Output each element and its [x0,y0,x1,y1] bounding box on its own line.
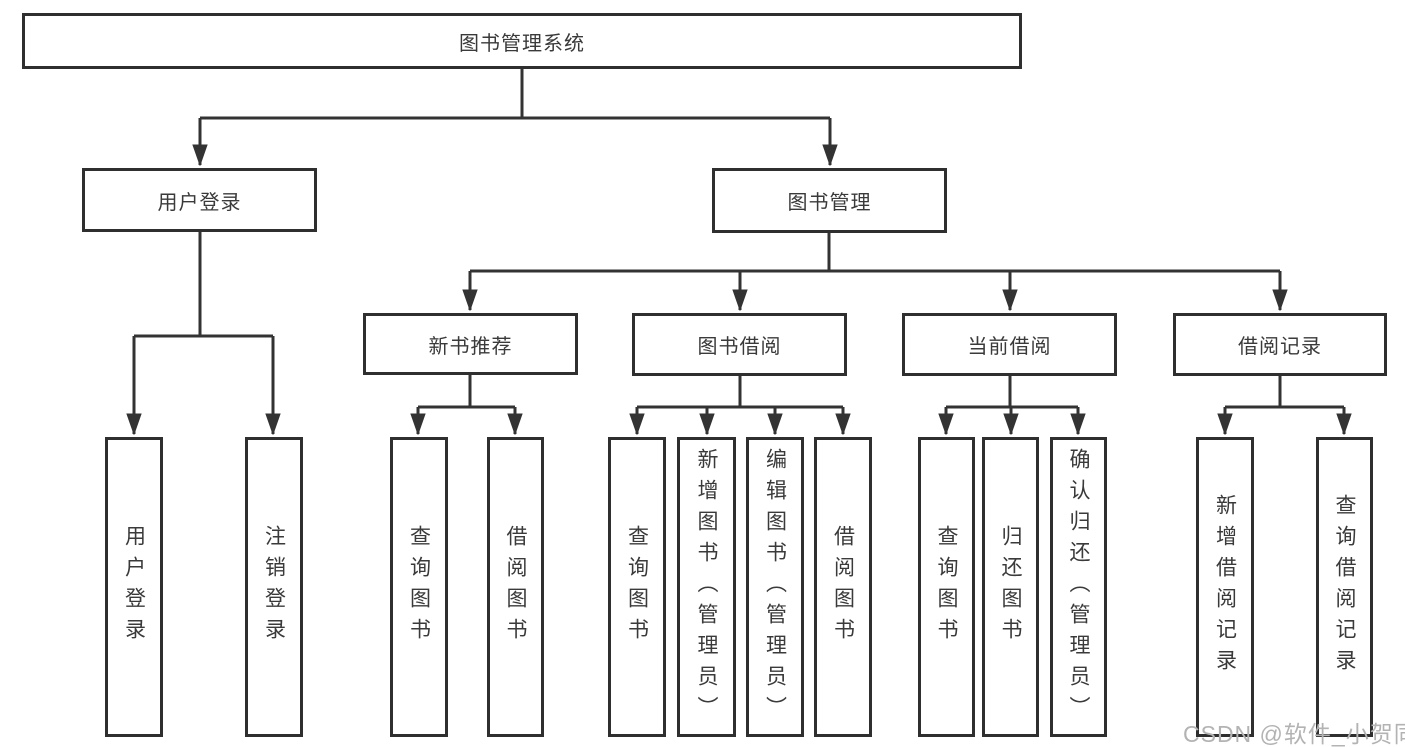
node-root-label: 图书管理系统 [459,32,585,55]
node-query-books-borrowing: 查询图书 [608,437,666,737]
node-book-management: 图书管理 [712,168,947,233]
node-borrow-book: 借阅图书 [814,437,872,737]
node-borrow-books-recommend-label: 借阅图书 [504,525,527,649]
csdn-watermark: CSDN @软件_小贺同学 [1183,721,1405,747]
node-query-books-recommend: 查询图书 [390,437,448,737]
node-new-book-recommend: 新书推荐 [363,313,578,375]
node-borrow-book-label: 借阅图书 [831,525,855,649]
node-add-borrow-record: 新增借阅记录 [1196,437,1254,737]
node-confirm-return-admin-label: 确认归还（管理员） [1067,447,1090,727]
node-book-borrowing: 图书借阅 [632,313,847,376]
node-new-book-recommend-label: 新书推荐 [428,335,513,358]
node-book-management-label: 图书管理 [787,192,872,214]
node-user-login-leaf: 用户登录 [105,437,163,737]
node-user-login-label: 用户登录 [157,191,242,214]
node-user-login: 用户登录 [82,168,317,232]
node-logout-label: 注销登录 [262,525,286,649]
node-edit-book-admin-label: 编辑图书（管理员） [763,447,787,727]
node-book-borrowing-label: 图书借阅 [697,336,782,358]
node-return-book-label: 归还图书 [999,525,1022,649]
node-logout: 注销登录 [245,437,303,737]
node-borrow-books-recommend: 借阅图书 [487,437,544,737]
node-query-books-current-label: 查询图书 [935,525,958,649]
node-current-borrowing-label: 当前借阅 [967,336,1052,358]
node-current-borrowing: 当前借阅 [902,313,1117,376]
node-query-books-current: 查询图书 [918,437,975,737]
node-return-book: 归还图书 [982,437,1039,737]
node-confirm-return-admin: 确认归还（管理员） [1050,437,1107,737]
node-query-books-recommend-label: 查询图书 [407,525,431,649]
node-root: 图书管理系统 [22,13,1022,69]
node-borrowing-records: 借阅记录 [1173,313,1387,376]
node-add-book-admin-label: 新增图书（管理员） [695,447,718,727]
node-borrowing-records-label: 借阅记录 [1238,336,1322,358]
node-edit-book-admin: 编辑图书（管理员） [746,437,804,737]
node-add-borrow-record-label: 新增借阅记录 [1213,494,1237,680]
node-user-login-leaf-label: 用户登录 [122,525,146,649]
node-query-books-borrowing-label: 查询图书 [625,525,649,649]
node-query-borrow-record: 查询借阅记录 [1316,437,1373,737]
node-add-book-admin: 新增图书（管理员） [677,437,736,737]
node-query-borrow-record-label: 查询借阅记录 [1333,494,1356,680]
connector-skeleton [134,69,1344,409]
